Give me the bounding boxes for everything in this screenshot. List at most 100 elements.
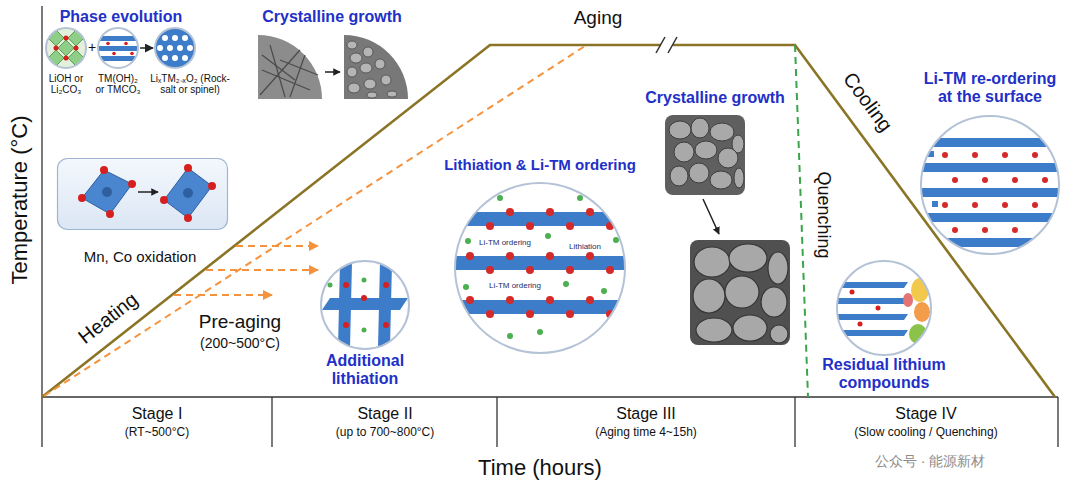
process-name: Pre-aging — [199, 311, 281, 332]
temperature-profile — [656, 37, 665, 53]
label-holder: Aging — [574, 7, 623, 28]
text-holder: TM(OH)₂ or TMCO₃ — [93, 73, 143, 95]
precursor-structure — [177, 45, 183, 51]
lattice-illustration — [915, 213, 1066, 222]
circle-outline — [155, 28, 195, 68]
lattice-illustration — [1002, 152, 1008, 158]
axis-line — [794, 397, 795, 447]
node-outline — [57, 158, 228, 230]
stage-range: (Aging time 4~15h) — [595, 426, 697, 439]
lattice-illustration — [942, 152, 948, 158]
octahedron-symbol — [128, 180, 136, 188]
sem-image — [367, 92, 377, 98]
lattice-illustration — [546, 208, 554, 216]
sem-image — [364, 79, 376, 89]
structure-circle: Lithiation & Li-TM orderingLi-TM orderin… — [454, 182, 626, 354]
lattice-illustration — [911, 278, 929, 302]
inner-note: Li-TM ordering — [477, 239, 533, 248]
lattice-illustration — [1042, 177, 1048, 183]
lattice-illustration — [546, 252, 554, 260]
octahedron-symbol — [102, 187, 112, 197]
node-outline — [836, 260, 932, 356]
sem-image — [674, 142, 694, 162]
octahedron-symbol — [57, 158, 228, 230]
lattice-illustration — [942, 152, 1048, 233]
lattice-illustration — [378, 262, 392, 348]
sem-image — [260, 50, 300, 95]
lattice-illustration — [537, 329, 543, 335]
sem-image — [725, 276, 759, 308]
circle-heading: Li-TM re-ordering at the surface — [915, 70, 1065, 106]
lattice-illustration — [383, 322, 389, 328]
lattice-illustration — [320, 260, 410, 350]
octahedron-symbol — [82, 170, 132, 214]
sem-image — [258, 35, 408, 99]
lattice-illustration — [577, 195, 583, 201]
box-outline — [58, 159, 228, 230]
label-holder: Cooling — [839, 68, 897, 136]
node-outline — [320, 260, 410, 350]
lattice-illustration — [586, 296, 594, 304]
lattice-illustration — [858, 322, 863, 327]
octahedron-symbol — [138, 191, 158, 193]
lattice-illustration — [466, 208, 614, 318]
fast-heating-dashed-line — [174, 294, 272, 296]
lattice-illustration — [932, 201, 938, 207]
sem-image — [347, 41, 357, 49]
precursor-structure — [130, 52, 134, 56]
lattice-illustration — [320, 260, 410, 350]
precursor-structure — [68, 50, 84, 66]
sem-image — [325, 71, 340, 73]
lattice-illustration — [361, 295, 367, 301]
precursor-structure — [154, 27, 196, 69]
octahedron-symbol — [183, 188, 193, 198]
lattice-illustration — [526, 222, 534, 230]
octahedron-symbol — [78, 194, 86, 202]
section-title: Crystalline growth — [645, 89, 785, 107]
lattice-illustration — [566, 266, 574, 274]
precursor-structure — [68, 30, 84, 46]
circle-outline — [455, 183, 625, 353]
structure-circle: LiₓTM₂₋ₓO₂ (Rock-salt or spinel) — [154, 27, 196, 69]
circle-heading: Lithiation & Li-TM ordering — [444, 157, 636, 174]
axis-line — [42, 396, 1058, 397]
sem-image — [258, 35, 322, 99]
sem-image — [733, 315, 767, 341]
lattice-illustration — [834, 314, 908, 320]
quenching-dashed-line — [795, 45, 808, 397]
label-holder: 公众号 · 能源新材 — [875, 454, 985, 470]
text-holder: Li-TM re-ordering at the surface — [915, 70, 1065, 106]
sem-image — [710, 171, 732, 189]
precursor-structure — [74, 46, 79, 51]
sem-image — [761, 287, 787, 317]
precursor-structure — [162, 35, 168, 41]
temperature-profile — [42, 45, 1055, 397]
lattice-illustration — [915, 163, 1066, 172]
lattice-illustration — [506, 296, 514, 304]
sem-image — [693, 244, 788, 343]
label-holder: (Slow cooling / Quenching) — [854, 426, 997, 439]
axis-title: Temperature (°C) — [8, 116, 33, 285]
lattice-illustration — [1012, 227, 1018, 233]
circle-heading: Additional lithiation — [310, 352, 420, 388]
lattice-illustration — [834, 260, 932, 356]
label-holder: Stage II — [357, 405, 412, 423]
precursor-structure — [172, 55, 178, 61]
structure-circle: Residual lithium compounds — [836, 260, 932, 356]
structure-circle: Additional lithiation — [320, 260, 410, 350]
lattice-illustration — [526, 310, 534, 318]
label-holder: Time (hours) — [478, 456, 602, 481]
label-holder: Quenching — [814, 171, 834, 258]
lattice-illustration — [362, 328, 367, 333]
sem-image — [344, 35, 408, 99]
lattice-illustration — [506, 208, 514, 216]
label-holder: Heating — [74, 288, 142, 348]
octahedron-symbol — [106, 210, 114, 218]
lattice-illustration — [972, 152, 978, 158]
lattice-illustration — [362, 278, 367, 283]
precursor-structure — [157, 45, 163, 51]
text-holder: Residual lithium compounds — [814, 356, 954, 392]
sem-image — [695, 141, 717, 159]
precursor-structure — [45, 27, 87, 69]
octahedron-symbol — [100, 166, 108, 174]
